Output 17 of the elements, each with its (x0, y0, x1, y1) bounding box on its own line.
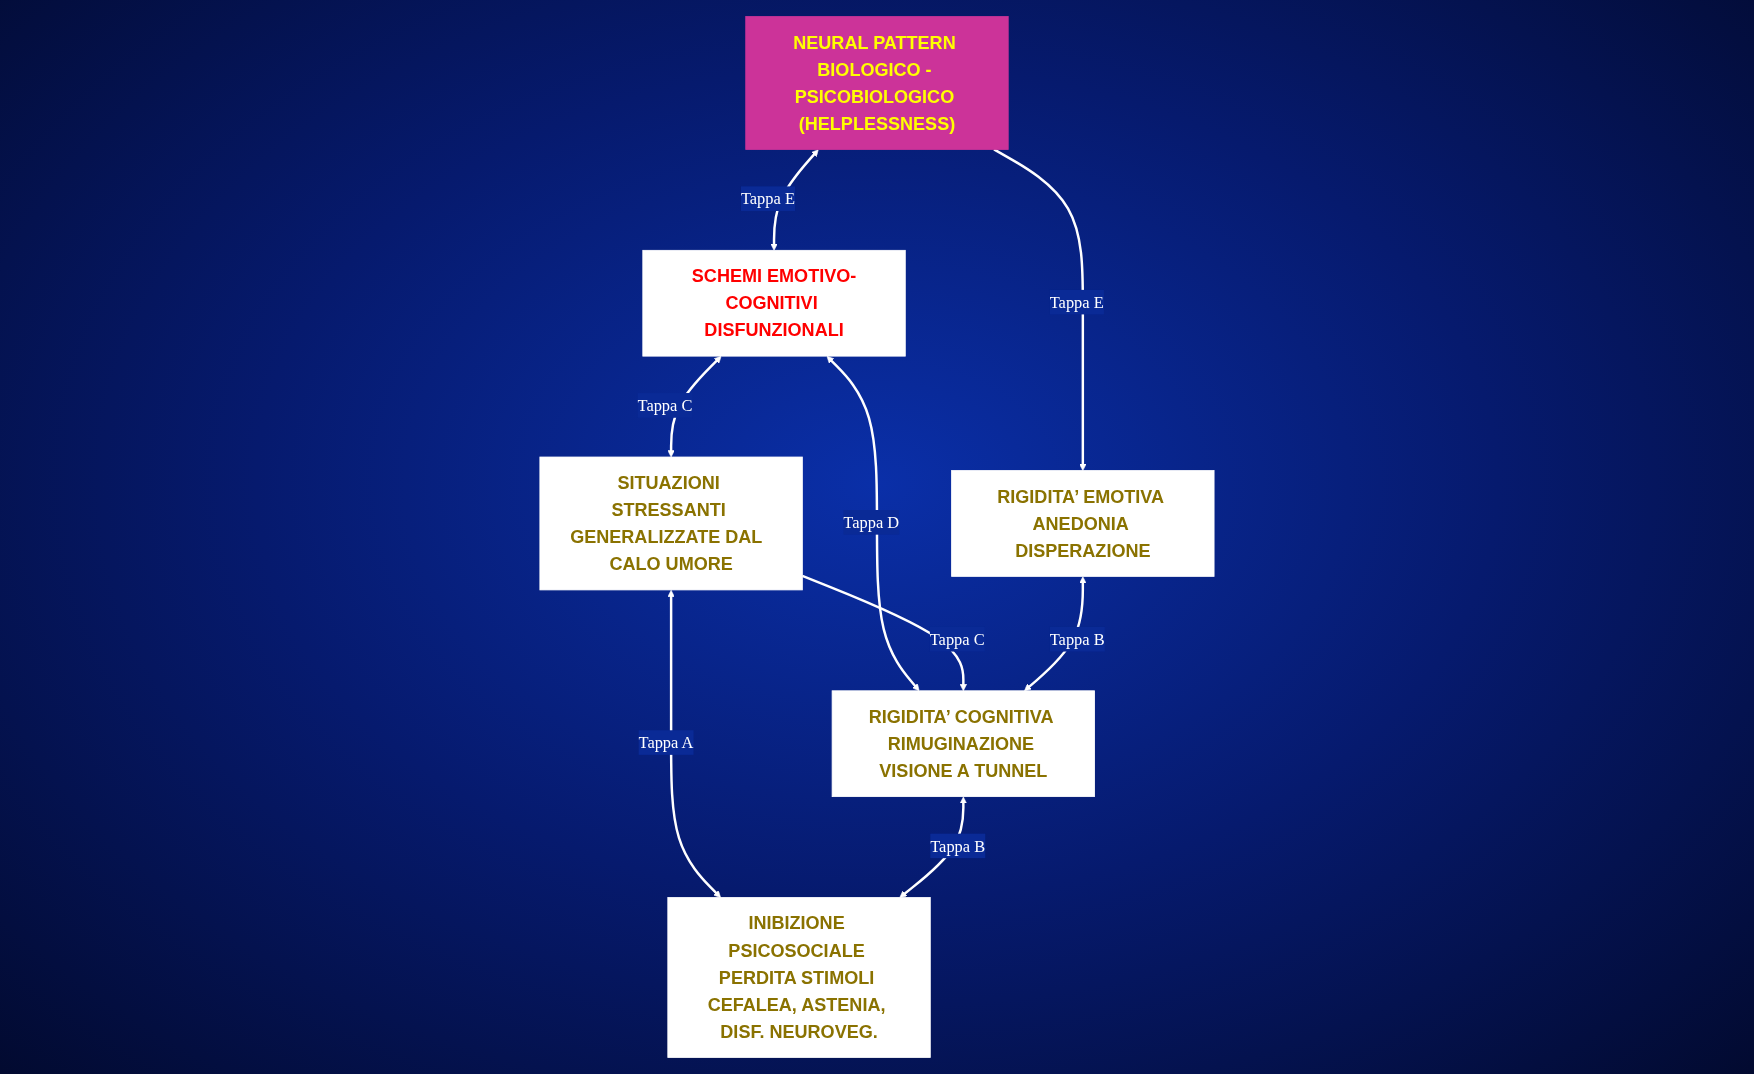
edge-label: Tappa E (1049, 292, 1104, 312)
node-box: SCHEMI EMOTIVO-COGNITIVI DISFUNZIONALI (642, 249, 906, 357)
node-box: INIBIZIONE PSICOSOCIALE PERDITA STIMOLI CEFALEA, ASTENIA, DISF. NEUROVEG. (667, 897, 931, 1058)
node-box: RIGIDITA’ COGNITIVA RIMUGINAZIONE VISIONE A TUNNEL (831, 690, 1095, 797)
arrow (826, 356, 920, 692)
node-box: SITUAZIONI STRESSANTI GENERALIZZATE DAL CALO UMORE (539, 456, 803, 591)
edge-label: Tappa A (638, 733, 694, 752)
edge-label: Tappa D (843, 513, 900, 532)
node-box: NEURAL PATTERN BIOLOGICO - PSICOBIOLOGICO (HELPLESSNESS) (745, 16, 1009, 150)
edge-label: Tappa E (740, 189, 795, 208)
edge-label: Tappa C (929, 630, 985, 649)
arrow (993, 148, 1087, 471)
node-box: RIGIDITA’ EMOTIVA ANEDONIA DISPERAZIONE (951, 470, 1215, 577)
edge-label: Tappa C (637, 396, 693, 415)
edge-label: Tappa B (930, 836, 986, 855)
arrow (667, 589, 721, 898)
edge-label: Tappa B (1049, 630, 1105, 649)
